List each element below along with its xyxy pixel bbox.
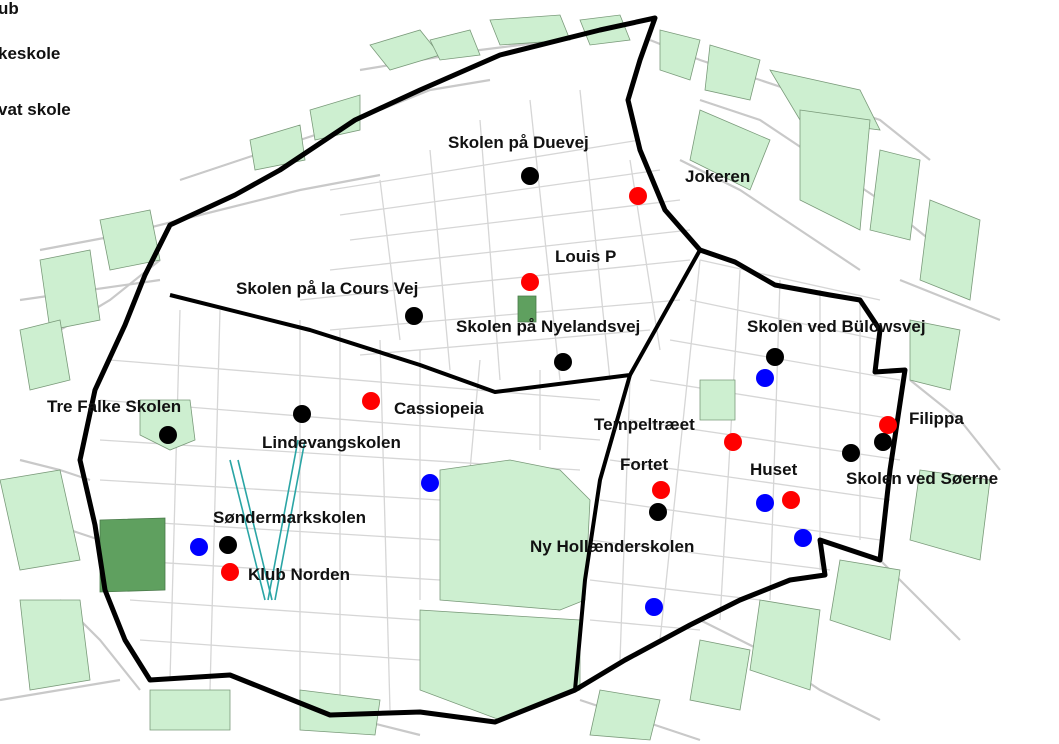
folkeskole-marker-tre-falke — [159, 426, 177, 444]
label-skolen-paa-nyelandsvej: Skolen på Nyelandsvej — [456, 317, 640, 336]
nyelandsvej-dark-park — [517, 295, 537, 323]
label-fortet: Fortet — [620, 455, 669, 474]
privatskole-marker-sondermark-private — [190, 538, 208, 556]
east-district-edge — [573, 374, 632, 691]
label-tre-falke-skolen: Tre Falke Skolen — [47, 397, 181, 416]
label-jokeren: Jokeren — [685, 167, 750, 186]
east-small-park — [699, 379, 736, 421]
district-boundaries — [77, 15, 908, 725]
legend: ub keskole vat skole — [0, 0, 71, 119]
fritidsklub-marker-louis-p — [521, 273, 539, 291]
place-labels: Skolen på Duevej Jokeren Louis P Skolen … — [47, 133, 998, 584]
privatskole-marker-bulowsvej-private — [756, 369, 774, 387]
privatskole-marker-lindevang-private — [421, 474, 439, 492]
folkeskole-marker-duevej — [521, 167, 539, 185]
folkeskole-marker-fortet-school — [649, 503, 667, 521]
label-skolen-ved-bulowsvej: Skolen ved Bülowsvej — [747, 317, 926, 336]
large-park — [439, 459, 591, 611]
label-skolen-ved-soerne: Skolen ved Søerne — [846, 469, 998, 488]
label-tempeltraeet: Tempeltræet — [594, 415, 695, 434]
label-skolen-paa-la-cours-vej: Skolen på la Cours Vej — [236, 279, 418, 298]
fritidsklub-marker-tempeltraeet — [724, 433, 742, 451]
rail-lines — [229, 439, 306, 601]
legend-item-privatskole: vat skole — [0, 100, 71, 119]
legend-item-folkeskole: keskole — [0, 44, 60, 63]
privatskole-marker-south-private — [645, 598, 663, 616]
fritidsklub-marker-huset — [782, 491, 800, 509]
folkeskole-marker-lindevang — [293, 405, 311, 423]
folkeskole-marker-soerne-2 — [874, 433, 892, 451]
label-lindevangskolen: Lindevangskolen — [262, 433, 401, 452]
cemetery-park — [419, 609, 581, 721]
tre-falke-park — [139, 399, 196, 451]
privatskole-marker-huset-private — [756, 494, 774, 512]
folkeskole-marker-bulowsvej — [766, 348, 784, 366]
fritidsklub-marker-fortet — [652, 481, 670, 499]
label-huset: Huset — [750, 460, 798, 479]
privatskole-marker-ny-hollaender-private — [794, 529, 812, 547]
fritidsklub-marker-filippa — [879, 416, 897, 434]
label-sondermarkskolen: Søndermarkskolen — [213, 508, 366, 527]
folkeskole-marker-nyelandsvej — [554, 353, 572, 371]
label-filippa: Filippa — [909, 409, 964, 428]
fritidsklub-marker-cassiopeia — [362, 392, 380, 410]
label-louis-p: Louis P — [555, 247, 616, 266]
fritidsklub-marker-jokeren — [629, 187, 647, 205]
label-klub-norden: Klub Norden — [248, 565, 350, 584]
folkeskole-marker-sondermark — [219, 536, 237, 554]
label-ny-hollaenderskolen: Ny Hollænderskolen — [530, 537, 694, 556]
legend-item-klub: ub — [0, 0, 19, 18]
label-cassiopeia: Cassiopeia — [394, 399, 484, 418]
folkeskole-marker-la-cours — [405, 307, 423, 325]
north-district-edge — [169, 249, 702, 394]
sondermark-dark-park — [99, 517, 166, 593]
parks — [0, 14, 991, 741]
fritidsklub-marker-klub-norden — [221, 563, 239, 581]
label-skolen-paa-duevej: Skolen på Duevej — [448, 133, 589, 152]
markers-layer — [159, 167, 897, 616]
folkeskole-marker-soerne-1 — [842, 444, 860, 462]
